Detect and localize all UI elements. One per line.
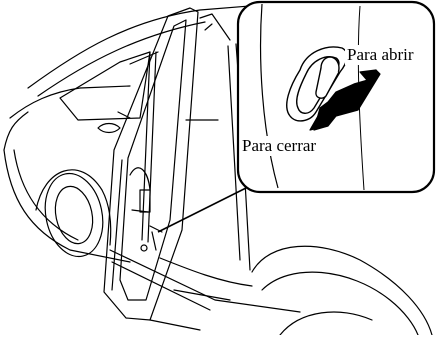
child-safety-lock-lever-icon xyxy=(286,46,348,122)
double-arrow-icon xyxy=(309,69,381,131)
label-para-cerrar: Para cerrar xyxy=(240,136,319,156)
label-para-abrir: Para abrir xyxy=(345,45,416,65)
